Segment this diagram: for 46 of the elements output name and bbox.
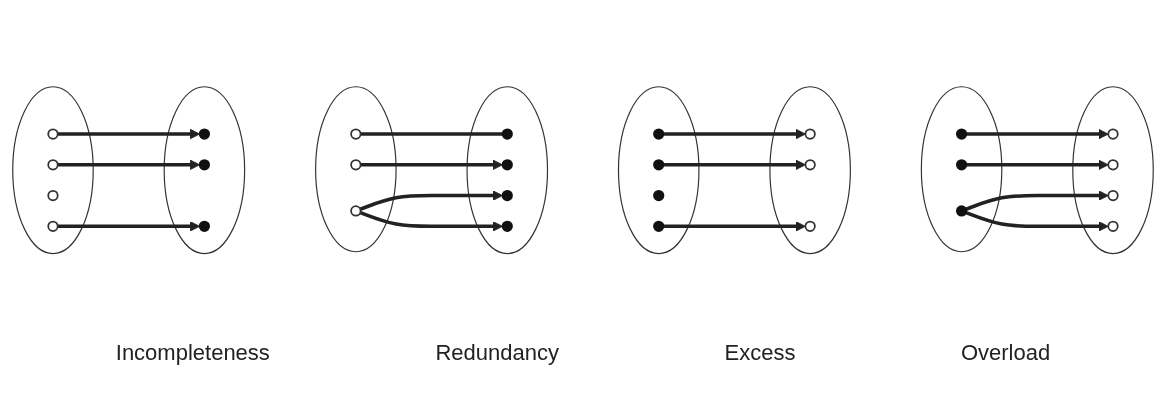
circle-node — [350, 128, 362, 140]
circle-node — [653, 189, 665, 202]
circle-node — [1107, 128, 1119, 140]
panel-caption: Excess — [724, 340, 796, 366]
circle-node — [804, 128, 816, 140]
circle-node — [47, 159, 59, 171]
arrow — [663, 128, 806, 140]
circle-node — [804, 159, 816, 171]
arrow — [966, 159, 1109, 170]
circle-node — [47, 128, 59, 140]
circle-node — [501, 189, 513, 202]
circle-node — [47, 189, 59, 202]
circle-node — [955, 128, 968, 140]
circle-node — [501, 159, 513, 171]
circle-node — [1107, 189, 1119, 202]
arrow — [663, 221, 806, 232]
panel-caption: Overload — [960, 340, 1051, 366]
circle-node — [198, 128, 211, 140]
arrow — [663, 159, 806, 170]
arrow — [359, 210, 503, 232]
circle-node — [47, 220, 59, 232]
arrow — [57, 128, 201, 140]
panel-caption: Incompleteness — [115, 340, 270, 366]
connector — [360, 132, 503, 136]
arrow — [360, 159, 503, 170]
arrow — [359, 190, 503, 211]
circle-node — [1107, 220, 1119, 232]
circle-node — [1107, 159, 1119, 171]
panel-caption: Redundancy — [435, 340, 559, 366]
circle-node — [955, 159, 968, 171]
circle-node — [501, 128, 513, 140]
arrow — [57, 221, 201, 232]
arrow — [966, 128, 1109, 140]
arrow — [965, 190, 1109, 211]
circle-node — [653, 128, 665, 140]
circle-node — [955, 205, 968, 217]
circle-node — [653, 220, 665, 232]
circle-node — [350, 205, 362, 217]
circle-node — [198, 159, 211, 171]
circle-node — [350, 159, 362, 171]
circle-node — [501, 220, 513, 232]
circle-node — [653, 159, 665, 171]
arrow — [57, 159, 201, 170]
circle-node — [804, 220, 816, 232]
arrow — [965, 210, 1109, 232]
circle-node — [198, 220, 211, 232]
